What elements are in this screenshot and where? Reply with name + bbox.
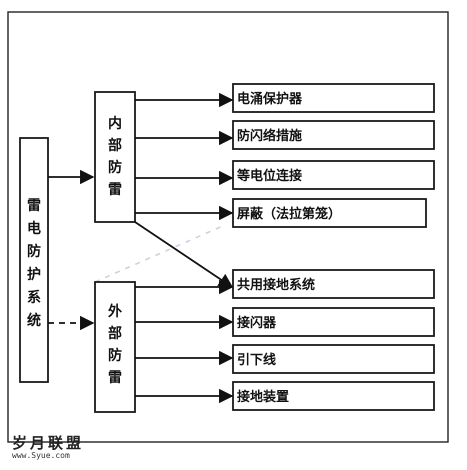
target-label-4: 共用接地系统 [237,277,315,293]
target-label-6: 引下线 [237,352,276,368]
inner-label-char: 内 [108,115,122,132]
inner-protection-box [94,91,136,223]
outer-frame [7,11,449,443]
target-box-0 [232,83,435,113]
inner-label-char: 部 [108,137,122,154]
target-label-7: 接地装置 [237,389,289,405]
target-box-5 [232,307,435,337]
watermark-url: www.Syue.com [12,451,70,460]
target-label-2: 等电位连接 [236,168,302,184]
target-label-0: 电涌保护器 [237,91,303,107]
root-label-char: 护 [27,266,41,283]
root-box [19,137,49,383]
target-box-7 [232,381,435,411]
outer-label-char: 雷 [108,369,122,386]
watermark-title: 岁月联盟 [12,434,85,452]
target-box-3 [232,198,427,228]
target-label-3: 屏蔽（法拉第笼） [237,206,341,222]
outer-label-char: 防 [108,347,122,364]
outer-label-char: 部 [108,325,122,342]
root-label-char: 系 [27,289,41,306]
target-box-2 [232,160,435,190]
target-label-1: 防闪络措施 [237,128,302,144]
target-label-5: 接闪器 [237,315,277,331]
root-label-char: 防 [27,243,41,260]
target-box-1 [232,120,435,150]
edge-inner-t4 [134,221,234,288]
outer-protection-box [94,281,136,413]
outer-label-char: 外 [108,303,122,320]
inner-label-char: 防 [108,159,122,176]
ghost-line [94,224,226,283]
inner-label-char: 雷 [108,181,122,198]
root-label-char: 雷 [27,197,41,214]
root-label-char: 统 [27,312,41,329]
watermark: 岁月联盟 www.Syue.com [12,432,132,460]
root-label-char: 电 [27,220,41,237]
